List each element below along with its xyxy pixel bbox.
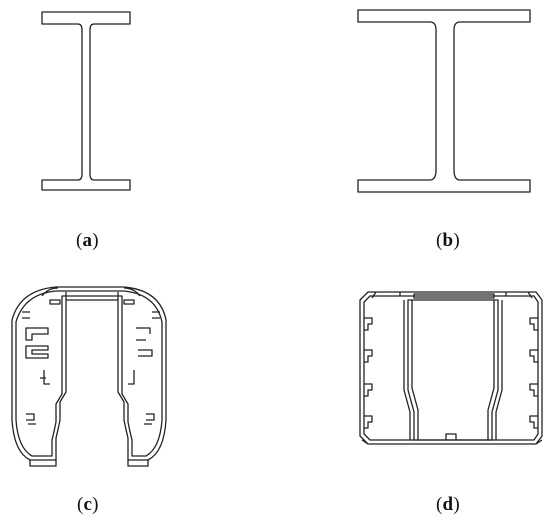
caption-b: (b): [436, 231, 460, 250]
i-beam-wide-section: [358, 10, 530, 192]
caption-c-open: (: [77, 494, 84, 515]
caption-b-close: ): [453, 230, 460, 251]
caption-d-close: ): [453, 494, 460, 515]
caption-c-letter: c: [83, 494, 93, 515]
caption-d-letter: d: [442, 494, 454, 515]
caption-a-open: (: [76, 230, 83, 251]
rectangular-extrusion-profile: [360, 292, 542, 444]
i-beam-narrow-section: [42, 12, 130, 190]
caption-a-letter: a: [82, 230, 93, 251]
caption-d-open: (: [436, 494, 443, 515]
caption-b-letter: b: [442, 230, 454, 251]
caption-d: (d): [436, 495, 460, 514]
caption-a-close: ): [92, 230, 99, 251]
caption-b-open: (: [436, 230, 443, 251]
caption-a: (a): [76, 231, 99, 250]
rounded-extrusion-profile: [12, 287, 166, 466]
caption-c: (c): [77, 495, 99, 514]
caption-c-close: ): [92, 494, 99, 515]
